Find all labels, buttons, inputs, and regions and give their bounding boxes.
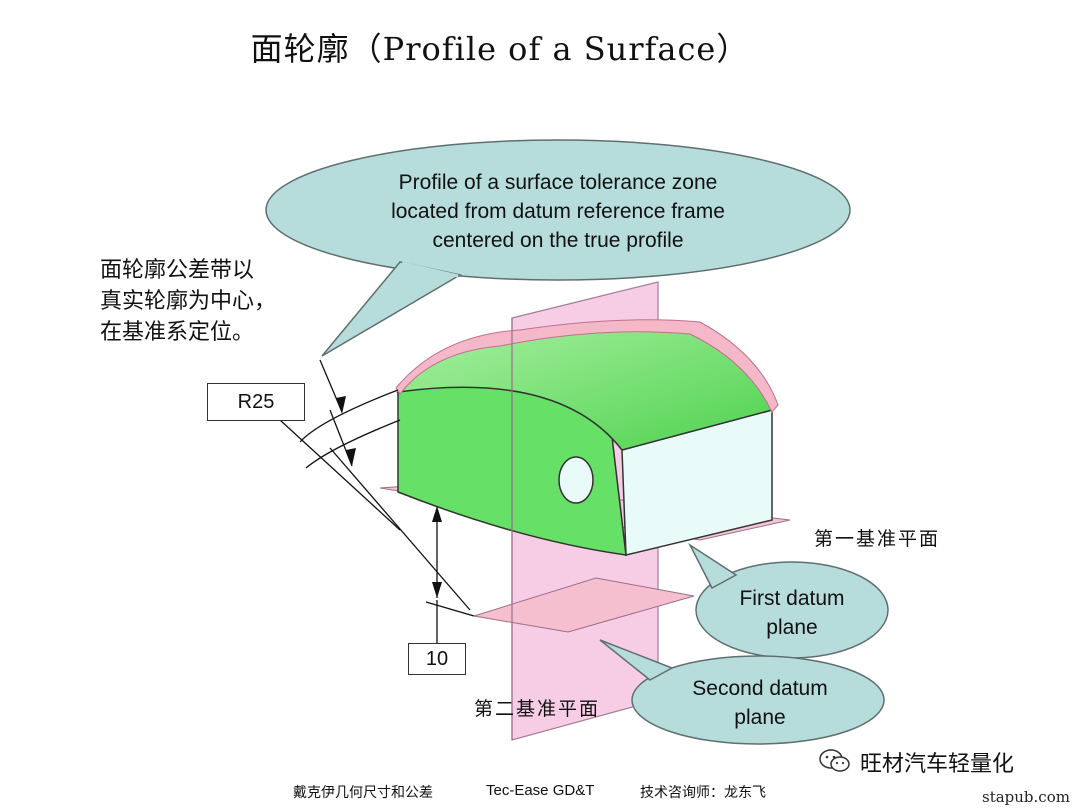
watermark-text: 旺材汽车轻量化 xyxy=(860,752,1015,777)
first-bubble-text: First datum plane xyxy=(739,587,845,639)
second-datum-bubble xyxy=(599,639,885,745)
height-dimension-box: 10 xyxy=(408,643,466,675)
lower-datum-plate xyxy=(473,577,695,633)
footer-right: 技术咨询师：龙东飞 xyxy=(640,785,766,801)
top-bubble-text: Profile of a surface tolerance zone loca… xyxy=(391,171,725,252)
radius-dimension-box: R25 xyxy=(207,383,305,421)
dimension-arrows xyxy=(336,396,442,598)
first-datum-label-cn: 第一基准平面 xyxy=(814,528,941,550)
site-watermark: stapub.com xyxy=(982,788,1070,806)
footer-middle: Tec-Ease GD&T xyxy=(486,782,595,799)
top-callout-bubble xyxy=(265,139,851,357)
part-block xyxy=(395,319,779,556)
wechat-icon xyxy=(819,749,850,772)
height-dimension xyxy=(425,508,475,645)
second-bubble-text: Second datum plane xyxy=(692,677,828,729)
footer-left: 戴克伊几何尺寸和公差 xyxy=(293,785,433,801)
second-datum-label-cn: 第二基准平面 xyxy=(474,698,601,720)
first-datum-bubble xyxy=(688,542,889,659)
page-title: 面轮廓（Profile of a Surface） xyxy=(250,30,750,68)
chinese-note: 面轮廓公差带以 真实轮廓为中心， 在基准系定位。 xyxy=(100,258,277,345)
